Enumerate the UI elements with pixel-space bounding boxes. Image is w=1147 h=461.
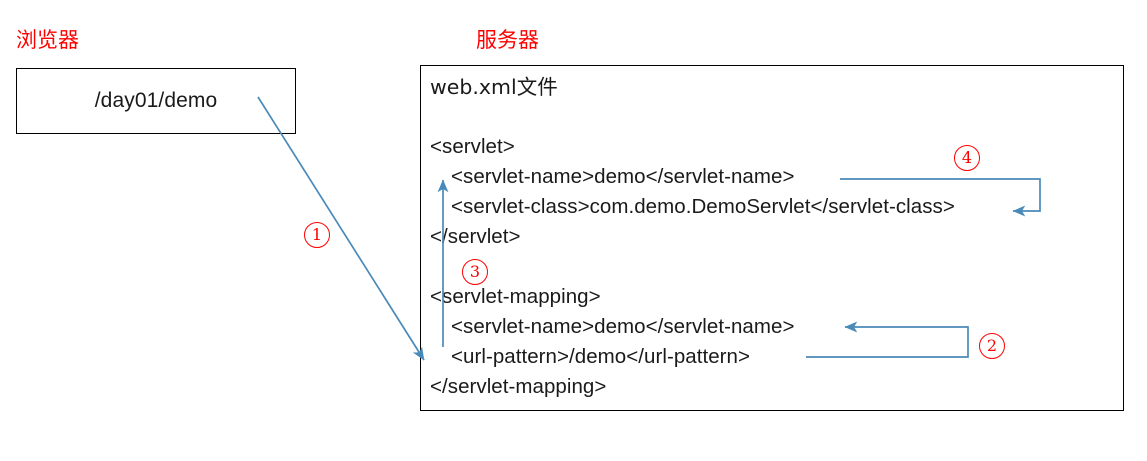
code-spacer <box>430 102 1090 132</box>
step-marker-4: 4 <box>954 145 980 171</box>
webxml-file-label: web.xml文件 <box>430 75 558 99</box>
code-line-mapping-open: <servlet-mapping> <box>430 285 601 308</box>
code-line-mapping-close: </servlet-mapping> <box>430 375 607 398</box>
code-line-servlet-open: <servlet> <box>430 135 515 158</box>
code-line-url-pattern: <url-pattern>/demo</url-pattern> <box>451 345 751 368</box>
step-marker-3: 3 <box>462 259 488 285</box>
webxml-code-block: web.xml文件 <servlet> <servlet-name>demo</… <box>430 72 1090 402</box>
browser-section-heading: 浏览器 <box>16 28 79 52</box>
code-line-servlet-name: <servlet-name>demo</servlet-name> <box>451 165 795 188</box>
arrow-step-1 <box>257 96 425 361</box>
server-section-heading: 服务器 <box>476 28 539 52</box>
step-marker-2: 2 <box>979 333 1005 359</box>
code-line-servlet-close: </servlet> <box>430 225 521 248</box>
code-line-blank <box>430 252 1090 282</box>
step-marker-1: 1 <box>304 222 330 248</box>
code-line-servlet-class: <servlet-class>com.demo.DemoServlet</ser… <box>451 195 955 218</box>
browser-url-text: /day01/demo <box>94 89 218 112</box>
code-line-mapping-servlet-name: <servlet-name>demo</servlet-name> <box>451 315 795 338</box>
